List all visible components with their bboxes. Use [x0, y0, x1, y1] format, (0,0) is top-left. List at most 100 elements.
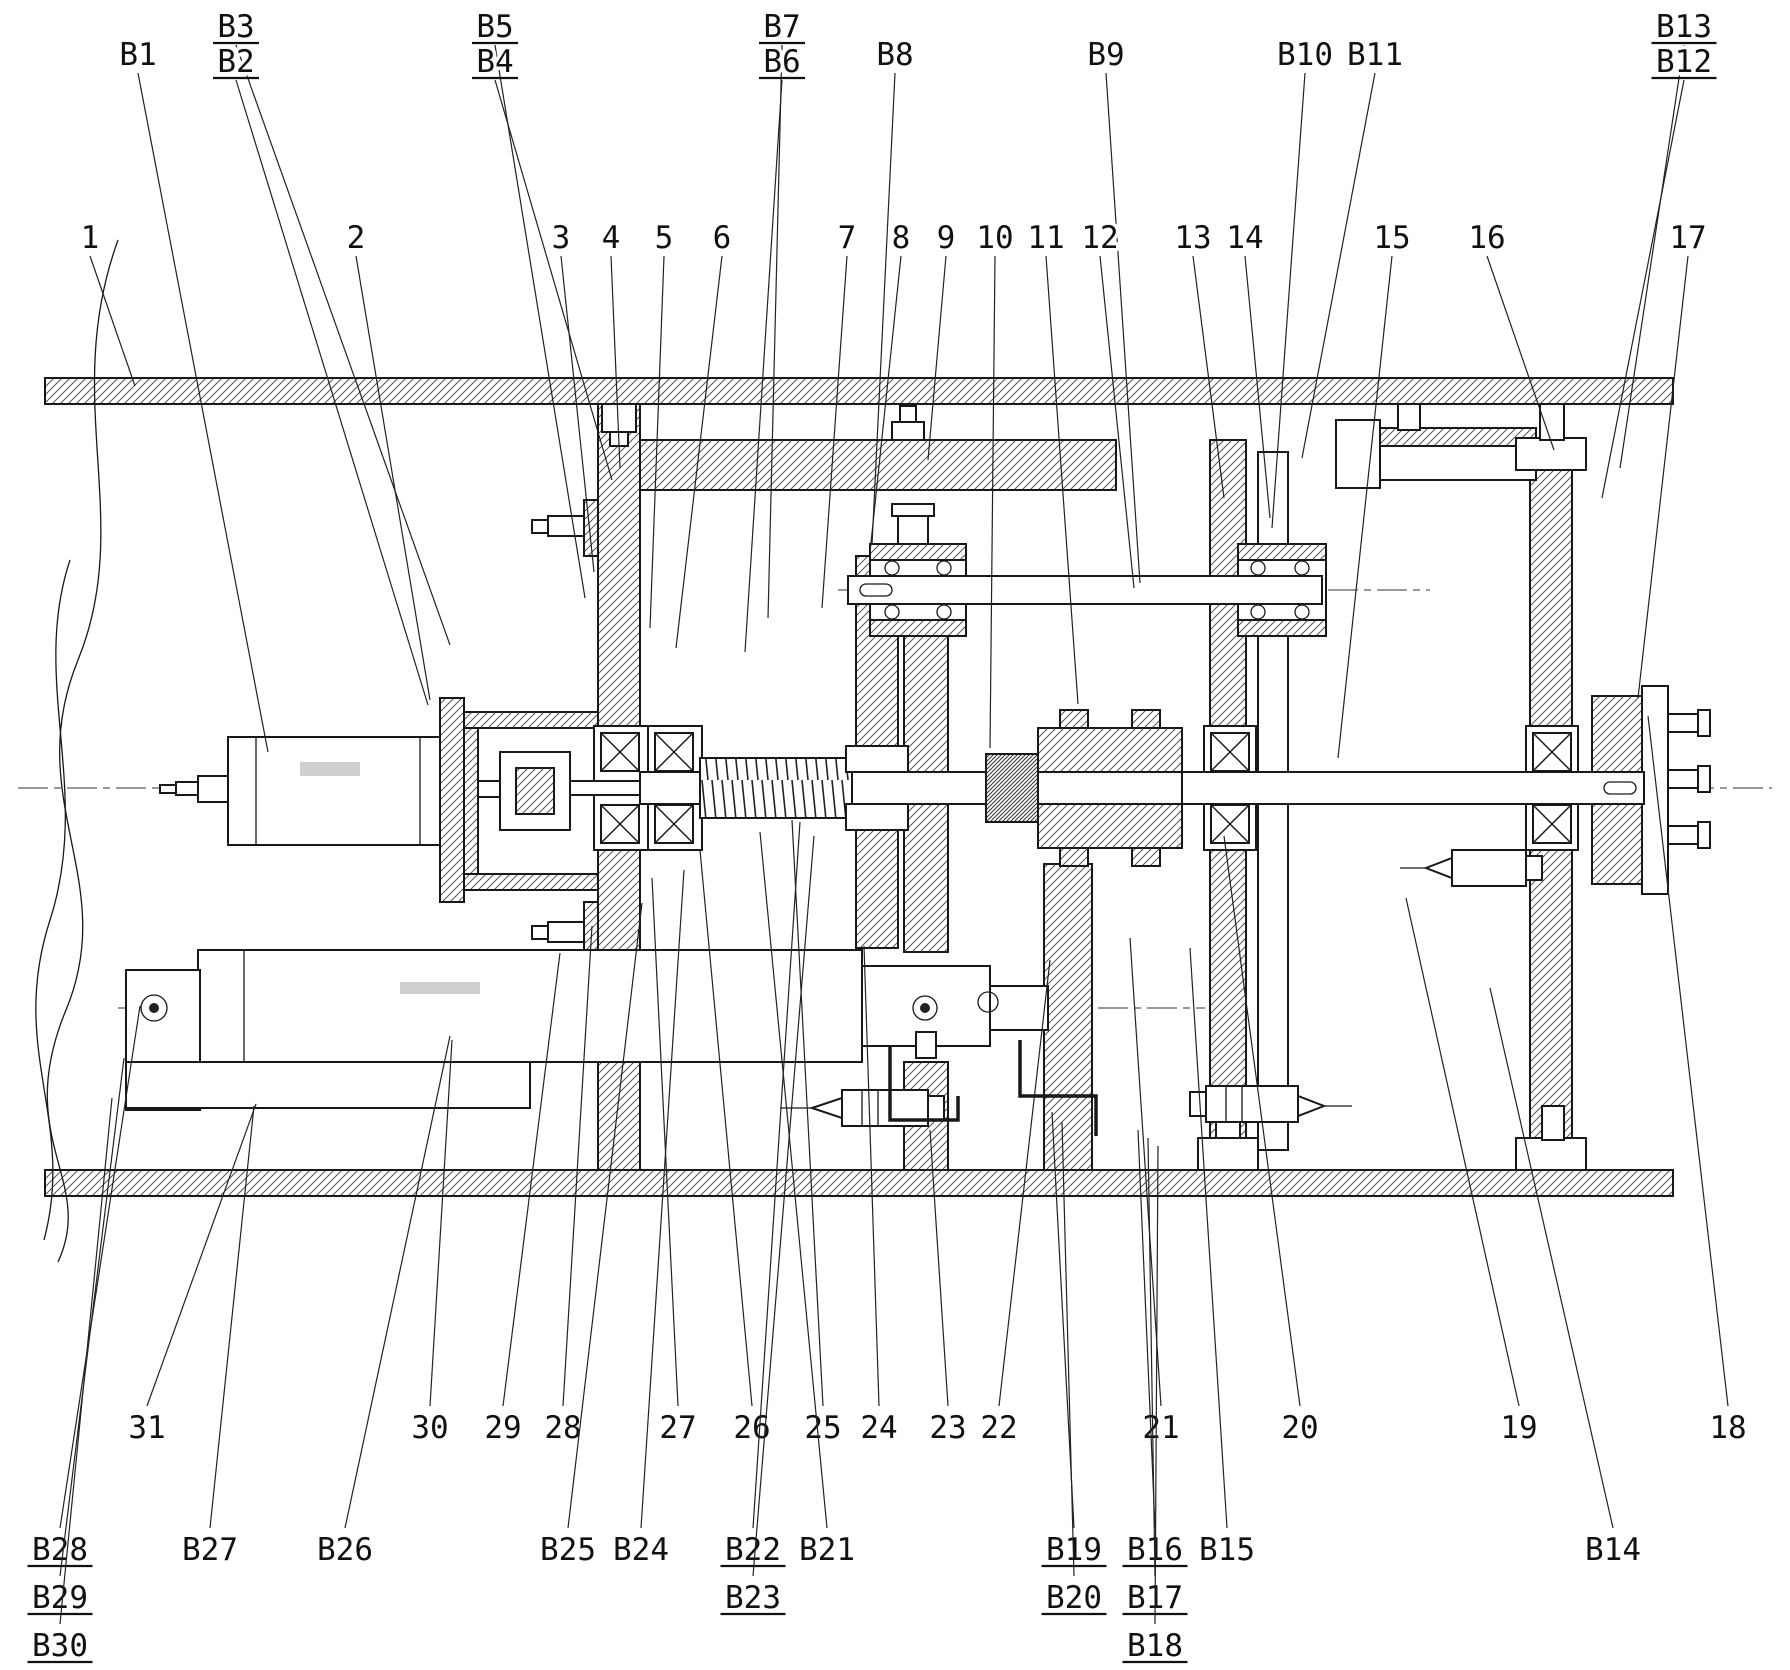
shaft-end-slot	[1603, 781, 1637, 795]
lead-screw-section	[699, 757, 853, 819]
callout-B28: B28	[32, 1532, 88, 1568]
leader-line-16	[1486, 255, 1555, 451]
leader-line-B4	[494, 79, 613, 481]
leader-line-B11	[1301, 72, 1376, 459]
motor-shaft-collar	[197, 775, 229, 803]
callout-B9: B9	[1087, 37, 1124, 73]
cylinder-body	[197, 949, 863, 1063]
leader-line-B8	[871, 72, 896, 546]
leader-line-25	[791, 819, 824, 1407]
leader-line-12	[1099, 255, 1135, 589]
callout-B13: B13	[1656, 9, 1712, 45]
callout-13: 13	[1174, 220, 1211, 256]
coupling-tab	[1059, 709, 1089, 729]
callout-B25: B25	[540, 1532, 596, 1568]
leader-line-1	[89, 255, 136, 387]
callout-12: 12	[1081, 220, 1118, 256]
leader-line-17	[1637, 255, 1689, 699]
housing-top-wall	[463, 711, 599, 729]
callout-B14: B14	[1585, 1532, 1641, 1568]
callout-B22: B22	[725, 1532, 781, 1568]
pillow-bolt-head	[891, 503, 935, 517]
right-end-flange	[1641, 685, 1711, 895]
flange-bolt-3	[1667, 825, 1699, 845]
leader-line-15	[1337, 255, 1393, 759]
leader-line-13	[1192, 255, 1225, 499]
callout-7: 7	[838, 220, 857, 256]
hole-circle	[977, 991, 999, 1013]
callout-B27: B27	[182, 1532, 238, 1568]
callout-14: 14	[1226, 220, 1263, 256]
callout-B7: B7	[763, 9, 800, 45]
input-shaft	[569, 780, 641, 796]
upper-shaft-slot	[859, 583, 893, 597]
leader-line-27	[651, 877, 679, 1407]
leader-line-B16	[1137, 1129, 1156, 1529]
sensor-tip	[1297, 1094, 1327, 1118]
roller-bearing	[1210, 804, 1250, 844]
bolt	[547, 515, 585, 537]
callout-5: 5	[655, 220, 674, 256]
coupling-input	[477, 780, 501, 798]
leader-line-B3	[235, 44, 451, 646]
break-line-left-1	[46, 239, 119, 1263]
gear-plate-lower	[855, 827, 899, 949]
bolt-head	[531, 925, 549, 940]
callout-25: 25	[804, 1410, 841, 1446]
servo-motor	[159, 736, 441, 846]
callout-16: 16	[1468, 220, 1505, 256]
leader-line-8	[869, 255, 902, 553]
hydraulic-cylinder	[125, 949, 1049, 1111]
motor-mount-plate	[439, 697, 465, 903]
roller-bearing	[654, 732, 694, 772]
coupling-tab	[1059, 847, 1089, 867]
top-rail	[44, 377, 1674, 405]
leader-line-3	[560, 255, 595, 573]
leader-line-B14	[1489, 987, 1614, 1529]
callout-B2: B2	[217, 44, 254, 80]
sensor-body	[1451, 849, 1527, 887]
clutch-collar	[985, 753, 1039, 823]
leader-line-18	[1647, 715, 1729, 1407]
coupling-column	[1043, 863, 1093, 1171]
coupling-housing	[463, 711, 599, 891]
callout-B4: B4	[476, 44, 513, 80]
right-wall-bottom-bolt	[1541, 1105, 1565, 1141]
callout-B26: B26	[317, 1532, 373, 1568]
bolt-head	[899, 405, 917, 423]
cylinder-nameplate	[400, 982, 480, 994]
pillow-right-band-bottom	[1237, 619, 1327, 637]
leader-line-B23	[752, 835, 815, 1577]
ball-bearing	[936, 604, 952, 620]
callout-29: 29	[484, 1410, 521, 1446]
callout-22: 22	[980, 1410, 1017, 1446]
callout-3: 3	[552, 220, 571, 256]
leader-line-29	[502, 952, 561, 1407]
sensor-back	[1525, 855, 1543, 881]
leader-line-2	[355, 255, 431, 701]
callout-4: 4	[602, 220, 621, 256]
callout-23: 23	[929, 1410, 966, 1446]
callout-18: 18	[1709, 1410, 1746, 1446]
callout-9: 9	[937, 220, 956, 256]
leader-line-20	[1223, 835, 1301, 1407]
gear-coupling-top	[1037, 727, 1183, 773]
leader-line-9	[927, 255, 947, 461]
motor-shaft-stub	[175, 781, 201, 796]
callout-1: 1	[81, 220, 100, 256]
bolt	[891, 421, 925, 441]
leader-line-B20	[1061, 1121, 1075, 1577]
leader-line-26	[699, 849, 753, 1407]
bracket-dot	[149, 1003, 159, 1013]
callout-6: 6	[713, 220, 732, 256]
housing-bottom-wall	[463, 873, 599, 891]
callout-B1: B1	[119, 37, 156, 73]
flange-bolt-3-head	[1697, 821, 1711, 849]
pivot-bolt	[915, 1031, 937, 1059]
pivot-dot	[920, 1003, 930, 1013]
bracket-circle	[140, 994, 168, 1022]
pillow-left-band-bottom	[869, 619, 967, 637]
right-wall-top-bolt	[1539, 403, 1565, 441]
ball-bearing	[1294, 604, 1310, 620]
